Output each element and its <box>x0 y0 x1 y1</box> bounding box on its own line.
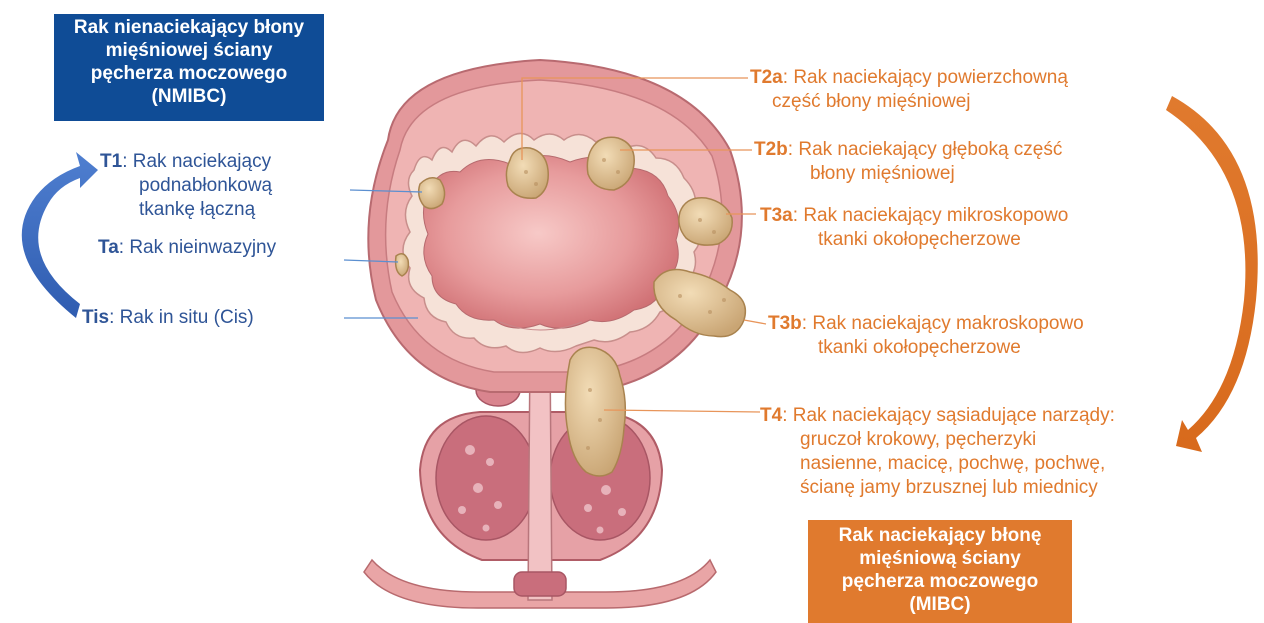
tumor-t4 <box>565 347 625 476</box>
stage-desc-line: gruczoł krokowy, pęcherzyki <box>760 428 1115 452</box>
stage-label-tis: Tis: Rak in situ (Cis) <box>82 306 254 330</box>
stage-code: T3a <box>760 205 793 226</box>
nmibc-title-line: Rak nienaciekający błony <box>54 16 324 39</box>
nmibc-title-box: Rak nienaciekający błony mięśniowej ścia… <box>54 14 324 121</box>
mibc-title-line: pęcherza moczowego <box>808 570 1072 593</box>
stage-label-t2b: T2b: Rak naciekający głęboką część błony… <box>754 138 1062 186</box>
mibc-title-line: mięśniową ściany <box>808 547 1072 570</box>
stage-desc-line: tkanki okołopęcherzowe <box>760 228 1068 252</box>
stage-label-t2a: T2a: Rak naciekający powierzchowną część… <box>750 66 1068 114</box>
stage-sep: : <box>109 307 114 328</box>
stage-desc-line: Rak naciekający mikroskopowo <box>803 205 1068 226</box>
stage-desc-line: Rak naciekający powierzchowną <box>793 67 1068 88</box>
bladder-lumen <box>423 155 678 328</box>
urethra-sphincter <box>514 572 566 596</box>
stage-code: T2b <box>754 139 788 160</box>
mibc-title-box: Rak naciekający błonę mięśniową ściany p… <box>808 520 1072 623</box>
stage-code: Tis <box>82 307 109 328</box>
blue-curved-arrow <box>22 152 98 318</box>
orange-curved-arrow <box>1166 96 1258 452</box>
stage-sep: : <box>783 67 788 88</box>
stage-desc-line: tkanki okołopęcherzowe <box>768 336 1084 360</box>
stage-sep: : <box>802 313 807 334</box>
stage-sep: : <box>782 405 787 426</box>
stage-desc-line: podnabłonkową <box>100 174 272 198</box>
stage-code: T3b <box>768 313 802 334</box>
stage-sep: : <box>119 237 124 258</box>
stage-desc-line: część błony mięśniowej <box>750 90 1068 114</box>
nmibc-title-line: mięśniowej ściany <box>54 39 324 62</box>
stage-desc-line: Rak in situ (Cis) <box>120 307 254 328</box>
stage-desc-line: Rak naciekający makroskopowo <box>812 313 1083 334</box>
stage-label-ta: Ta: Rak nieinwazyjny <box>98 236 276 260</box>
stage-desc-line: nasienne, macicę, pochwę, pochwę, <box>760 452 1115 476</box>
stage-code: Ta <box>98 237 119 258</box>
stage-desc-line: Rak nieinwazyjny <box>129 237 276 258</box>
stage-code: T2a <box>750 67 783 88</box>
stage-desc-line: tkankę łączną <box>100 198 272 222</box>
stage-desc-line: Rak naciekający głęboką część <box>798 139 1062 160</box>
stage-desc-line: Rak naciekający <box>133 151 271 172</box>
nmibc-title-line: pęcherza moczowego <box>54 62 324 85</box>
stage-label-t3b: T3b: Rak naciekający makroskopowo tkanki… <box>768 312 1084 360</box>
tumor-ta <box>396 254 409 276</box>
tumor-t1 <box>419 178 445 209</box>
nmibc-title-line: (NMIBC) <box>54 85 324 108</box>
stage-code: T4 <box>760 405 782 426</box>
stage-sep: : <box>788 139 793 160</box>
stage-code: T1 <box>100 151 122 172</box>
stage-desc-line: Rak naciekający sąsiadujące narządy: <box>793 405 1115 426</box>
stage-label-t4: T4: Rak naciekający sąsiadujące narządy:… <box>760 404 1115 500</box>
stage-sep: : <box>122 151 127 172</box>
prostate-left-lobe <box>436 416 536 540</box>
stage-sep: : <box>793 205 798 226</box>
mibc-title-line: (MIBC) <box>808 593 1072 616</box>
stage-desc-line: ścianę jamy brzusznej lub miednicy <box>760 476 1115 500</box>
tumor-t2b <box>587 137 634 190</box>
mibc-title-line: Rak naciekający błonę <box>808 524 1072 547</box>
stage-desc-line: błony mięśniowej <box>754 162 1062 186</box>
stage-label-t3a: T3a: Rak naciekający mikroskopowo tkanki… <box>760 204 1068 252</box>
stage-label-t1: T1: Rak naciekający podnabłonkową tkankę… <box>100 150 272 222</box>
